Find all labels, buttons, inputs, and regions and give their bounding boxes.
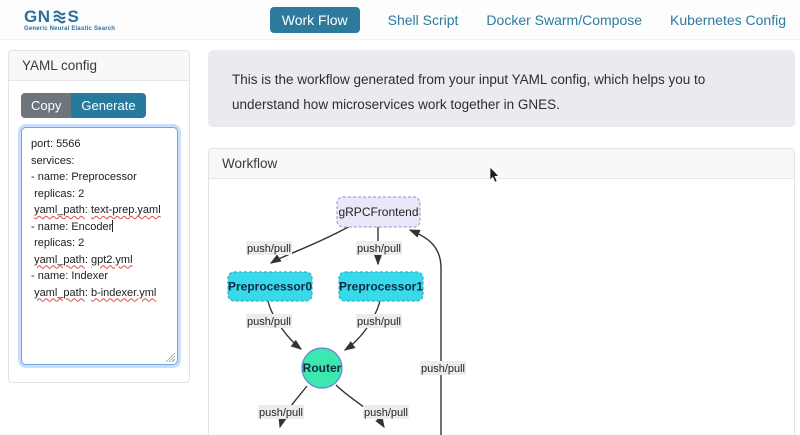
brand-logo[interactable]: GN S Generic Neural Elastic Search	[24, 8, 115, 32]
yaml-line: replicas: 2	[31, 187, 85, 200]
yaml-line: replicas: 2	[31, 237, 85, 249]
yaml-config-panel: YAML config Copy Generate port: 5566 serv…	[8, 50, 190, 383]
nav-tab-docker-swarm-compose[interactable]: Docker Swarm/Compose	[486, 11, 643, 28]
nav-tab-work-flow[interactable]: Work Flow	[269, 6, 360, 33]
nav-items: Work Flow Shell Script Docker Swarm/Comp…	[269, 6, 786, 33]
generate-button[interactable]: Generate	[71, 93, 146, 118]
yaml-line: - name: Indexer	[31, 270, 109, 282]
copy-button[interactable]: Copy	[21, 93, 72, 118]
textarea-resize-handle[interactable]	[166, 353, 175, 362]
workflow-info-banner: This is the workflow generated from your…	[208, 50, 795, 127]
workflow-panel: Workflow	[208, 148, 795, 435]
nav-tab-shell-script[interactable]: Shell Script	[387, 11, 459, 28]
workflow-info-text: This is the workflow generated from your…	[232, 72, 706, 112]
gnes-waves-icon	[52, 10, 66, 23]
yaml-line: yaml_path: gpt2.yml	[34, 253, 133, 266]
yaml-line: - name: Preprocessor	[31, 171, 137, 183]
yaml-config-panel-title: YAML config	[9, 51, 189, 81]
text-caret	[112, 219, 114, 232]
yaml-line: - name: Encoder	[31, 219, 114, 233]
brand-text-right: S	[67, 6, 80, 26]
brand-text-left: GN	[24, 6, 51, 26]
nav-tab-kubernetes-config[interactable]: Kubernetes Config	[670, 11, 786, 28]
brand-tagline: Generic Neural Elastic Search	[24, 25, 116, 32]
yaml-line: port: 5566	[31, 138, 81, 150]
navbar: GN S Generic Neural Elastic Search Work …	[0, 0, 800, 40]
workflow-panel-title: Workflow	[209, 149, 794, 179]
yaml-line: yaml_path: text-prep.yaml	[34, 204, 161, 216]
yaml-line: yaml_path: b-indexer.yml	[34, 286, 157, 299]
yaml-button-group: Copy Generate	[21, 93, 146, 118]
yaml-line: services:	[31, 154, 75, 167]
